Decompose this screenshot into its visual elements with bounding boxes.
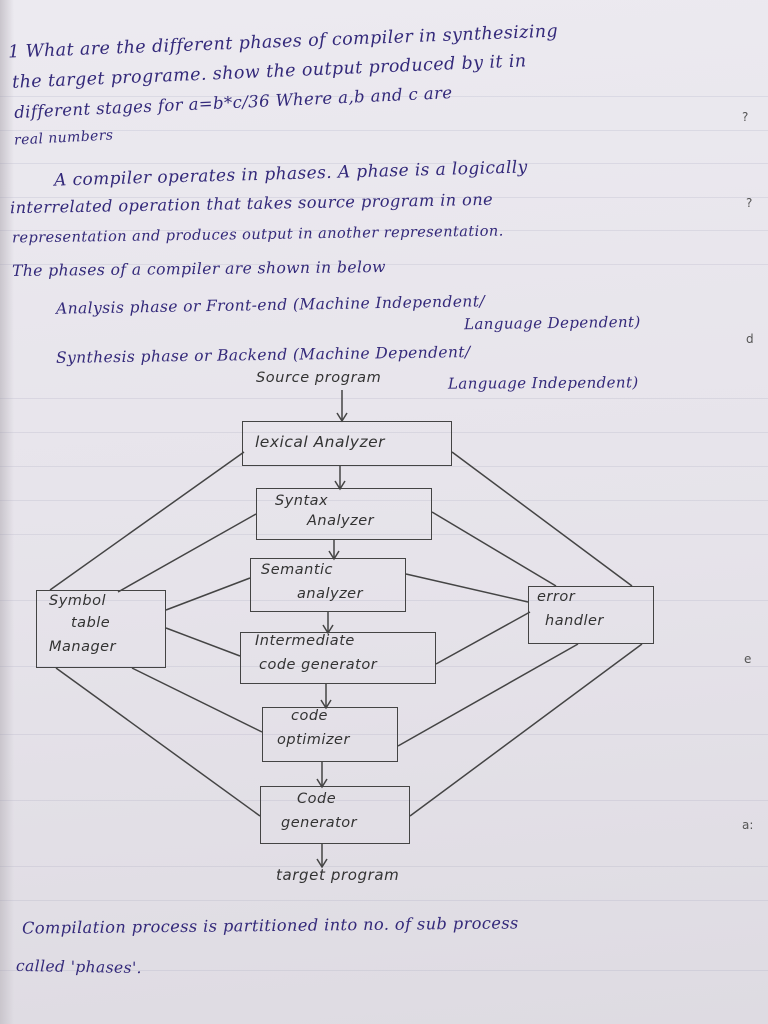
ruled-line (0, 398, 768, 399)
ruled-line (0, 96, 768, 97)
ruled-line (0, 466, 768, 467)
footer-line-2: called 'phases'. (15, 956, 143, 978)
semantic-analyzer-label-2: analyzer (297, 586, 364, 602)
line-symbol-generator (55, 667, 261, 817)
intermediate-label-2: code generator (259, 657, 378, 673)
symbol-table-label-3: Manager (49, 639, 117, 655)
symbol-table-label-2: table (71, 615, 111, 631)
arrowhead (316, 778, 328, 789)
line-error-semantic (405, 573, 529, 603)
error-handler-label-2: handler (545, 613, 604, 629)
ruled-line (0, 600, 768, 601)
symbol-table-label-1: Symbol (49, 593, 107, 609)
ruled-line (0, 534, 768, 535)
code-generator-label-2: generator (281, 815, 358, 831)
semantic-analyzer-label-1: Semantic (261, 562, 334, 578)
ruled-line (0, 264, 768, 265)
lexical-analyzer-box: lexical Analyzer (242, 421, 452, 466)
intermediate-label-1: Intermediate (255, 633, 355, 649)
line-symbol-lexical (49, 451, 245, 591)
line-symbol-intermediate (165, 627, 241, 657)
code-optimizer-label-2: optimizer (277, 732, 350, 748)
page-binding-shadow (0, 0, 14, 1024)
line-error-syntax (431, 511, 557, 587)
lexical-analyzer-label: lexical Analyzer (255, 433, 386, 451)
code-optimizer-label-1: code (291, 708, 328, 724)
code-generator-box: Code generator (260, 786, 410, 844)
line-error-intermediate (435, 611, 531, 665)
ruled-line (0, 432, 768, 433)
arrowhead (328, 550, 340, 561)
ruled-line (0, 900, 768, 901)
margin-mark: ? (742, 110, 749, 124)
code-generator-label-1: Code (297, 791, 337, 807)
line-error-lexical (451, 451, 633, 587)
line-symbol-optimizer (131, 667, 263, 733)
ruled-line (0, 197, 768, 198)
line-symbol-syntax (117, 513, 257, 593)
syntax-analyzer-label-2: Analyzer (307, 513, 375, 529)
line-error-generator (409, 643, 643, 817)
error-handler-box: error handler (528, 586, 654, 644)
margin-mark: ? (746, 196, 753, 210)
margin-mark: e (744, 652, 752, 666)
arrowhead (316, 858, 328, 869)
margin-mark: d (746, 332, 754, 346)
symbol-table-manager-box: Symbol table Manager (36, 590, 166, 668)
ruled-line (0, 230, 768, 231)
target-program-label: target program (276, 866, 400, 884)
margin-mark: a: (742, 818, 754, 832)
ruled-line (0, 800, 768, 801)
code-optimizer-box: code optimizer (262, 707, 398, 762)
arrowhead (320, 699, 332, 710)
ruled-line (0, 734, 768, 735)
syntax-analyzer-label-1: Syntax (275, 493, 329, 509)
arrowhead (322, 624, 334, 635)
syntax-analyzer-box: Syntax Analyzer (256, 488, 432, 540)
ruled-line (0, 163, 768, 164)
source-program-label: Source program (256, 370, 382, 386)
intermediate-code-generator-box: Intermediate code generator (240, 632, 436, 684)
ruled-line (0, 970, 768, 971)
error-handler-label-1: error (537, 589, 576, 605)
semantic-analyzer-box: Semantic analyzer (250, 558, 406, 612)
ruled-line (0, 500, 768, 501)
ruled-line (0, 130, 768, 131)
line-symbol-semantic (165, 577, 251, 611)
arrowhead (334, 480, 346, 491)
ruled-line (0, 666, 768, 667)
line-error-optimizer (397, 643, 579, 747)
ruled-line (0, 866, 768, 867)
